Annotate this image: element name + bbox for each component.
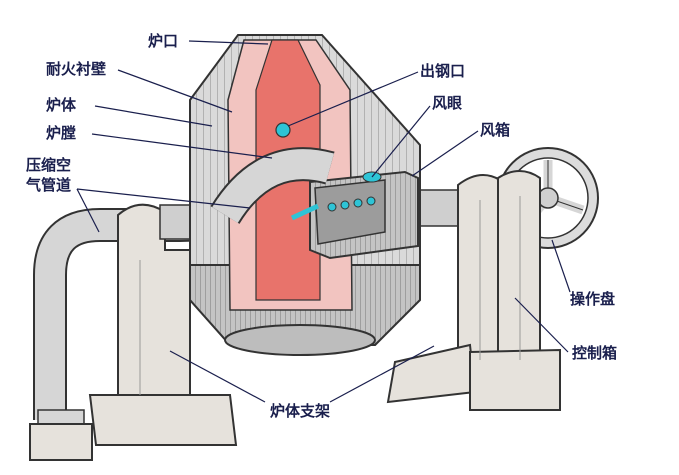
label-wind-box: 风箱 (480, 121, 511, 139)
label-furnace-mouth: 炉口 (148, 32, 179, 50)
label-tuyere: 风眼 (432, 94, 463, 112)
label-control-box: 控制箱 (572, 344, 618, 362)
leader-lines (76, 40, 571, 403)
label-compressed-air-pipe-line1: 压缩空 (26, 156, 72, 174)
label-tap-hole: 出钢口 (420, 62, 466, 80)
label-operating-wheel: 操作盘 (570, 290, 616, 308)
label-refractory-lining: 耐火衬壁 (46, 60, 107, 78)
label-furnace-chamber: 炉膛 (46, 124, 77, 142)
label-furnace-body: 炉体 (46, 96, 77, 114)
label-furnace-support: 炉体支架 (270, 402, 331, 420)
label-compressed-air-pipe-line2: 气管道 (26, 176, 72, 194)
